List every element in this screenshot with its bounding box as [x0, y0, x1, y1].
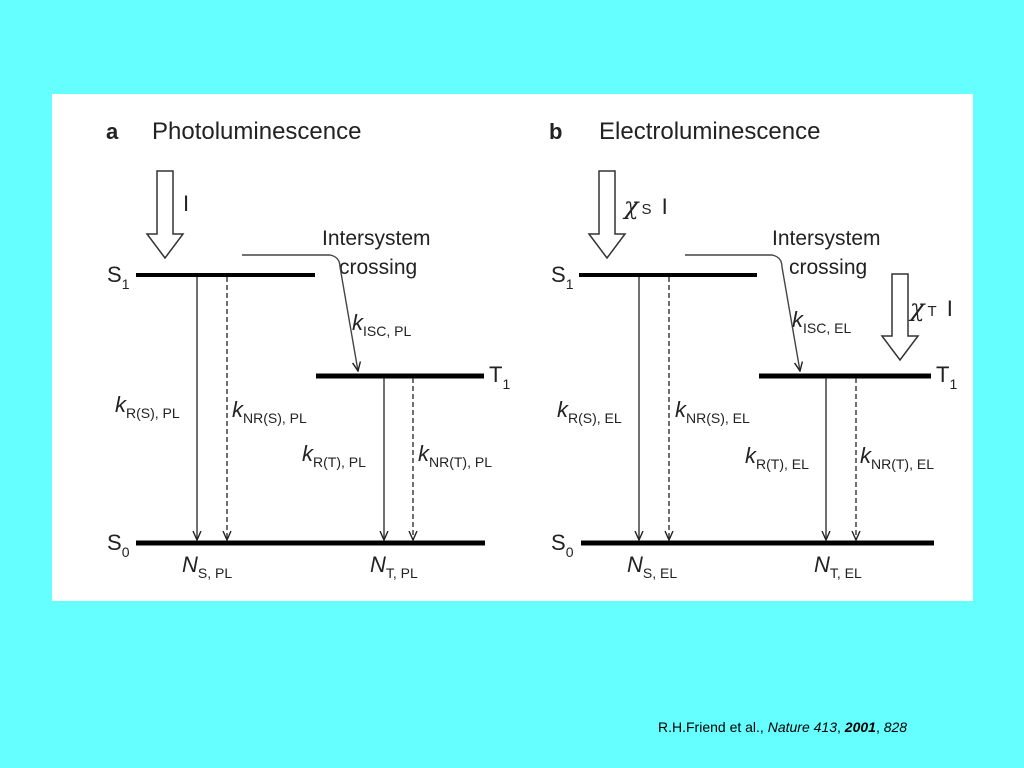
isc-arrow	[242, 254, 358, 371]
k-rs-label: kR(S), EL	[557, 397, 622, 426]
k-isc-label: kISC, EL	[792, 307, 851, 336]
k-isc-label: kISC, PL	[352, 310, 411, 339]
citation-year: 2001	[844, 719, 876, 735]
citation-journal: Nature 413	[767, 719, 837, 735]
n-t-label: NT, PL	[370, 552, 418, 581]
panel-a: a Photoluminescence I S1 T1 S0 Intersyst…	[106, 118, 510, 581]
singlet-injection-arrow-icon	[587, 170, 627, 260]
k-nrt-label: kNR(T), PL	[418, 441, 492, 470]
s1-label: S1	[107, 262, 130, 292]
k-nrs-label: kNR(S), EL	[675, 397, 750, 426]
k-rt-label: kR(T), PL	[302, 441, 366, 470]
s0-label: S0	[551, 530, 574, 560]
citation-page: 828	[883, 719, 908, 735]
panel-a-title: Photoluminescence	[152, 118, 361, 145]
isc-label-line2: crossing	[789, 256, 867, 279]
citation: R.H.Friend et al., Nature 413, 2001, 828	[658, 719, 908, 735]
n-s-label: NS, EL	[627, 552, 677, 581]
panel-b-title: Electroluminescence	[599, 118, 820, 145]
k-nrt-label: kNR(T), EL	[860, 443, 934, 472]
citation-authors: R.H.Friend et al.,	[658, 719, 764, 735]
s0-label: S0	[107, 530, 130, 560]
isc-label-line1: Intersystem	[772, 227, 881, 250]
isc-arrow	[685, 254, 800, 371]
n-t-label: NT, EL	[814, 552, 862, 581]
s1-label: S1	[551, 262, 574, 292]
excitation-arrow-icon	[145, 170, 185, 260]
t1-label: T1	[936, 362, 957, 392]
panel-b-letter: b	[549, 119, 562, 144]
n-s-label: NS, PL	[182, 552, 232, 581]
k-rs-label: kR(S), PL	[115, 392, 180, 421]
k-rt-label: kR(T), EL	[745, 443, 809, 472]
energy-diagram: a Photoluminescence I S1 T1 S0 Intersyst…	[106, 118, 957, 581]
figure-panel: a Photoluminescence I S1 T1 S0 Intersyst…	[52, 94, 973, 601]
k-nrs-label: kNR(S), PL	[232, 397, 307, 426]
isc-label-line1: Intersystem	[322, 227, 431, 250]
t1-label: T1	[489, 362, 510, 392]
excitation-label: I	[183, 191, 189, 216]
triplet-injection-arrow-icon	[880, 273, 920, 362]
panel-a-letter: a	[106, 119, 119, 144]
isc-label-line2: crossing	[339, 256, 417, 279]
